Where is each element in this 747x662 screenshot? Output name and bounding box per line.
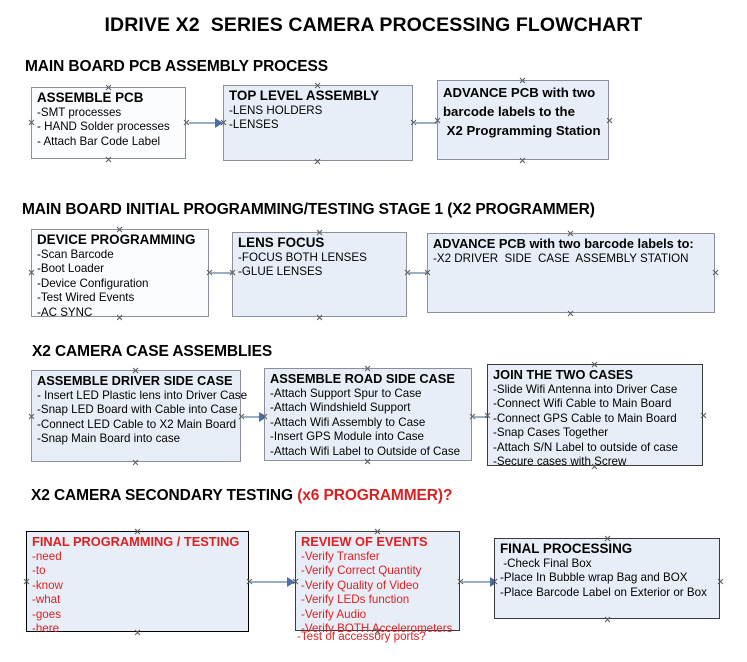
list-item: -know	[32, 578, 63, 592]
list-item: -Connect LED Cable to X2 Main Board	[37, 417, 237, 431]
list-item: -SMT processes	[37, 106, 122, 119]
list-item: -Place Barcode Label on Exterior or Box	[500, 585, 707, 599]
node-line: X2 Programming Station	[443, 123, 601, 138]
node-item-list: -Scan Barcode -Boot Loader -Device Confi…	[35, 248, 208, 320]
section-heading-2: MAIN BOARD INITIAL PROGRAMMING/TESTING S…	[22, 201, 595, 218]
list-item: -Attach S/N Label to outside of case	[493, 440, 678, 454]
list-item: -Verify LEDs function	[301, 593, 410, 607]
list-item: -Boot Loader	[37, 262, 105, 276]
list-item: -Test Wired Events	[37, 291, 135, 305]
node-final-processing[interactable]: FINAL PROCESSING -Check Final Box -Place…	[494, 538, 720, 619]
node-item-list: -Check Final Box -Place In Bubble wrap B…	[498, 557, 719, 600]
list-item: -Verify BOTH Accelerometers	[301, 622, 453, 636]
node-title: JOIN THE TWO CASES	[493, 367, 634, 382]
list-item: -here	[32, 622, 60, 636]
list-item: - Insert LED Plastic lens into Driver Ca…	[37, 389, 248, 402]
node-device-programming[interactable]: DEVICE PROGRAMMING -Scan Barcode -Boot L…	[31, 229, 209, 320]
list-item: -Connect GPS Cable to Main Board	[493, 411, 677, 425]
node-item-list: -SMT processes - HAND Solder processes -…	[35, 106, 185, 149]
node-item-list: - Insert LED Plastic lens into Driver Ca…	[35, 389, 248, 447]
list-item: -X2 DRIVER SIDE CASE ASSEMBLY STATION	[433, 252, 689, 265]
node-title: LENS FOCUS	[238, 235, 325, 250]
list-item: -Snap LED Board with Cable into Case	[37, 403, 238, 417]
list-item: -Attach Wifi Assembly to Case	[270, 415, 426, 429]
node-item-list: -Slide Wifi Antenna into Driver Case -Co…	[491, 383, 702, 469]
list-item: - Attach Bar Code Label	[37, 134, 161, 148]
connector-arrow	[251, 577, 297, 587]
section-heading-4: X2 CAMERA SECONDARY TESTING (x6 PROGRAMM…	[31, 487, 452, 505]
node-title: DEVICE PROGRAMMING	[37, 232, 196, 247]
section-heading-4-text: X2 CAMERA SECONDARY TESTING	[31, 487, 298, 504]
node-title: TOP LEVEL ASSEMBLY	[229, 88, 380, 103]
node-item-list: -FOCUS BOTH LENSES -GLUE LENSES	[236, 251, 406, 280]
list-item: -Connect Wifi Cable to Main Board	[493, 397, 672, 411]
node-review-of-events[interactable]: REVIEW OF EVENTS -Verify Transfer -Verif…	[295, 531, 460, 635]
list-item: -Attach Windshield Support	[270, 401, 411, 415]
list-item: -Slide Wifi Antenna into Driver Case	[493, 383, 678, 396]
node-assemble-pcb[interactable]: ASSEMBLE PCB -SMT processes - HAND Solde…	[31, 87, 186, 159]
list-item: -AC SYNC	[37, 305, 93, 319]
section-heading-4-accent: (x6 PROGRAMMER)?	[297, 487, 453, 504]
node-lens-focus[interactable]: LENS FOCUS -FOCUS BOTH LENSES -GLUE LENS…	[232, 232, 407, 317]
list-item: -Attach Wifi Label to Outside of Case	[270, 444, 461, 458]
node-advance-pcb-driver-side[interactable]: ADVANCE PCB with two barcode labels to: …	[427, 233, 715, 313]
section-heading-1: MAIN BOARD PCB ASSEMBLY PROCESS	[25, 58, 328, 75]
list-item: -Verify Correct Quantity	[301, 564, 422, 578]
list-item: -what	[32, 593, 61, 607]
node-title: REVIEW OF EVENTS	[301, 534, 428, 549]
node-item-list: -Attach Support Spur to Case -Attach Win…	[268, 387, 471, 459]
node-item-list: -X2 DRIVER SIDE CASE ASSEMBLY STATION	[431, 252, 714, 266]
node-title: ASSEMBLE ROAD SIDE CASE	[270, 371, 455, 386]
node-title: FINAL PROGRAMMING / TESTING	[32, 534, 240, 549]
list-item: -Insert GPS Module into Case	[270, 430, 425, 444]
list-item: -Verify Transfer	[301, 550, 380, 563]
list-item: -Verify Audio	[301, 607, 367, 621]
node-title: ASSEMBLE DRIVER SIDE CASE	[37, 373, 233, 388]
node-assemble-road-side-case[interactable]: ASSEMBLE ROAD SIDE CASE -Attach Support …	[264, 368, 472, 461]
list-item: -Place In Bubble wrap Bag and BOX	[500, 571, 688, 585]
list-item: -Secure cases with Screw	[493, 455, 627, 469]
list-item: -FOCUS BOTH LENSES	[238, 251, 367, 264]
list-item: -Snap Cases Together	[493, 426, 609, 440]
list-item: -to	[32, 564, 46, 578]
node-item-list: -need -to -know -what -goes -here	[30, 550, 248, 636]
list-item: -GLUE LENSES	[238, 265, 323, 279]
list-item: -LENS HOLDERS	[229, 104, 323, 117]
page-title: IDRIVE X2 SERIES CAMERA PROCESSING FLOWC…	[104, 14, 643, 36]
section-heading-3: X2 CAMERA CASE ASSEMBLIES	[32, 343, 273, 360]
node-advance-pcb-programming-station[interactable]: ADVANCE PCB with two barcode labels to t…	[437, 80, 609, 160]
node-title: FINAL PROCESSING	[500, 541, 633, 556]
node-join-the-two-cases[interactable]: JOIN THE TWO CASES -Slide Wifi Antenna i…	[487, 364, 703, 469]
node-line: ADVANCE PCB with two	[443, 85, 596, 100]
node-item-list: -LENS HOLDERS -LENSES	[227, 104, 412, 133]
list-item: -Device Configuration	[37, 276, 149, 290]
list-item: -need	[32, 550, 62, 563]
overflow-list-item: -Test of accessory ports?	[297, 630, 426, 643]
node-final-programming-testing[interactable]: FINAL PROGRAMMING / TESTING -need -to -k…	[26, 531, 249, 635]
list-item: -goes	[32, 607, 62, 621]
node-title: ADVANCE PCB with two barcode labels to:	[433, 236, 694, 251]
node-title: ASSEMBLE PCB	[37, 90, 144, 105]
node-line: barcode labels to the	[443, 104, 575, 119]
list-item: -Scan Barcode	[37, 248, 114, 261]
list-item: -Snap Main Board into case	[37, 432, 181, 446]
list-item: -Verify Quality of Video	[301, 578, 419, 592]
node-item-list: -Verify Transfer -Verify Correct Quantit…	[299, 550, 459, 636]
node-top-level-assembly[interactable]: TOP LEVEL ASSEMBLY -LENS HOLDERS -LENSES	[223, 85, 413, 161]
list-item: -Check Final Box	[500, 557, 592, 570]
node-assemble-driver-side-case[interactable]: ASSEMBLE DRIVER SIDE CASE - Insert LED P…	[31, 370, 248, 462]
list-item: - HAND Solder processes	[37, 120, 170, 134]
list-item: -LENSES	[229, 118, 279, 132]
list-item: -Attach Support Spur to Case	[270, 387, 422, 400]
connector-arrow	[189, 118, 225, 128]
